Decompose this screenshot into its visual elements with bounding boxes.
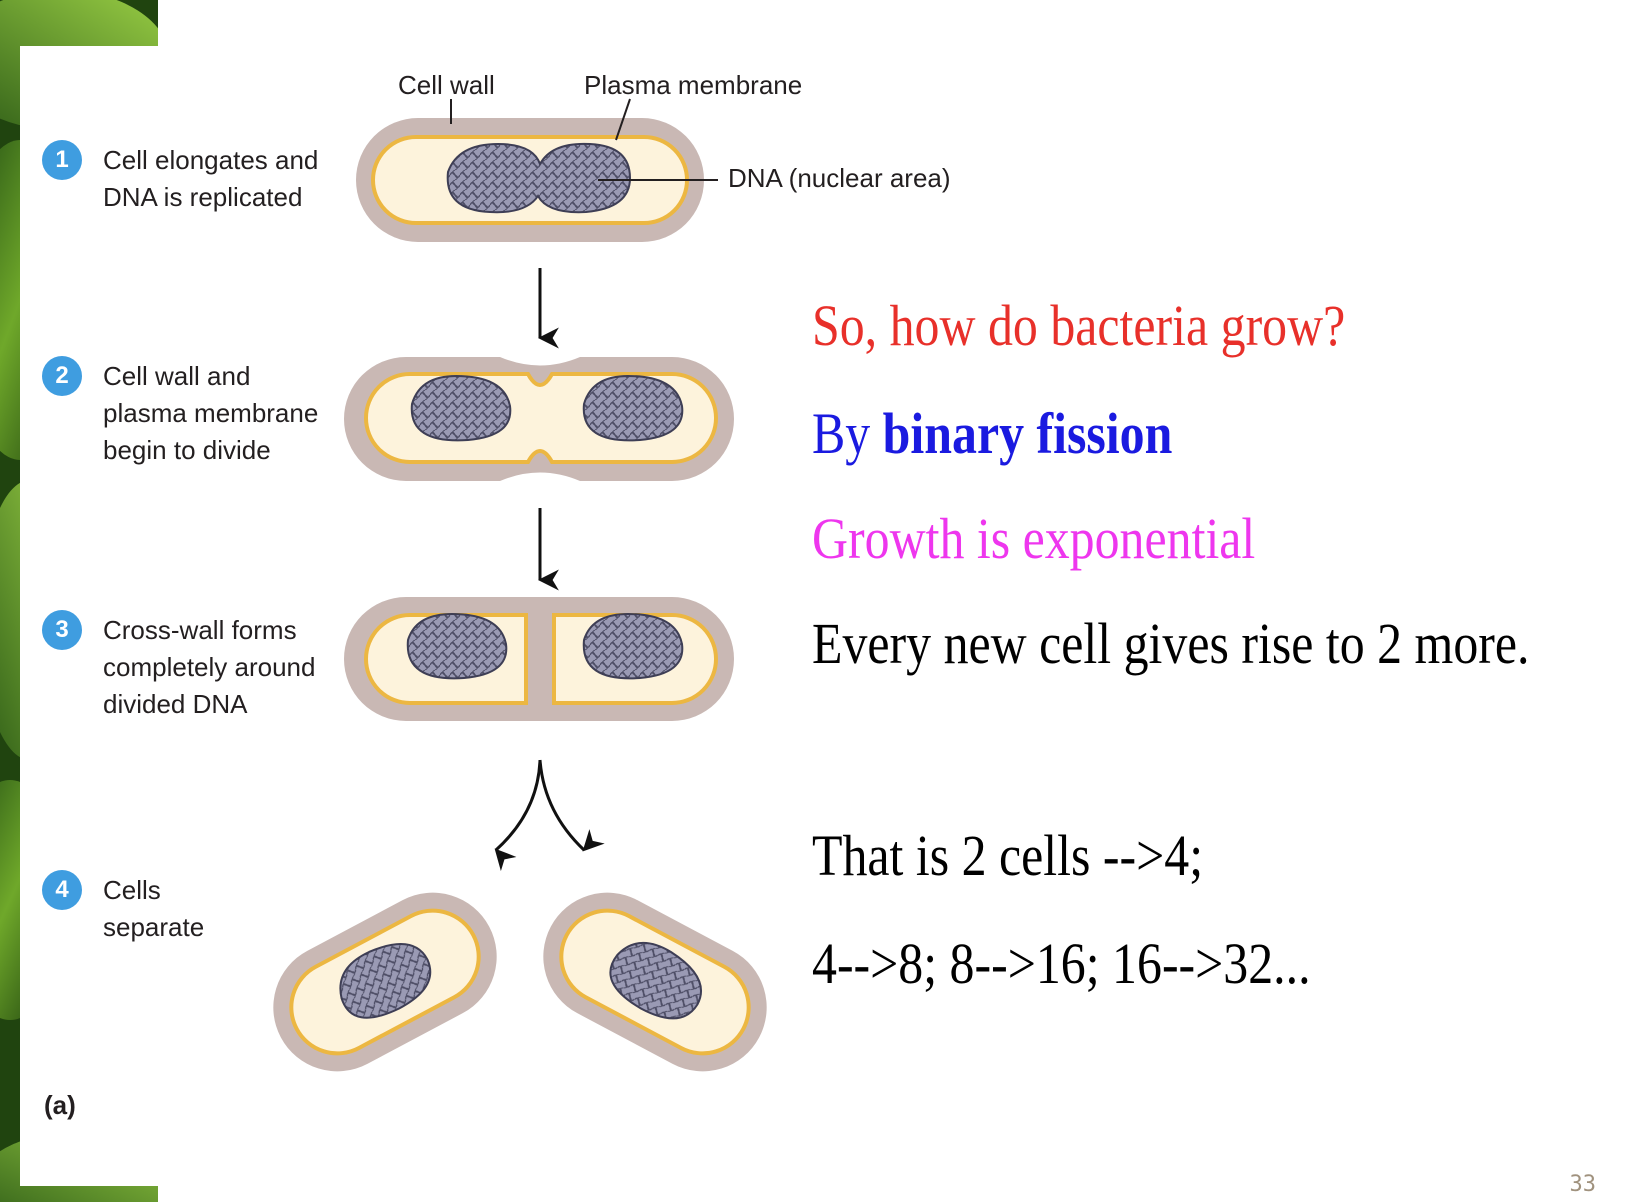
dna-blob [609,941,702,1020]
dna-blob [410,374,512,442]
that-is-text: That is 2 cells -->4; [812,823,1204,888]
step-badge-3: 3 [42,610,82,650]
plasma-membrane-pointer [615,98,631,141]
growth-text: Growth is exponential [812,506,1256,571]
dna-label: DNA (nuclear area) [728,163,951,193]
answer-text: By binary fission [812,400,1172,467]
dna-blob [582,612,684,680]
sequence-text: 4-->8; 8-->16; 16-->32... [812,931,1311,996]
dna-blob [446,142,632,214]
cell-step-1 [356,118,704,242]
cell-step-3 [344,597,734,721]
cell-step-4-left [273,892,497,1072]
step-label-2: Cell wall and plasma membrane begin to d… [103,361,319,465]
step-label-4: Cells separate [103,875,205,942]
cell-wall-label: Cell wall [398,70,495,100]
panel-label: (a) [44,1090,76,1120]
arrow-split-left [494,759,542,872]
binary-fission-diagram [273,98,767,1072]
dna-blob [406,612,508,680]
step-badge-4: 4 [42,870,82,910]
step-label-3: Cross-wall forms completely around divid… [103,615,316,719]
cell-step-4-right [543,892,767,1072]
every-cell-text: Every new cell gives rise to 2 more. [812,611,1530,676]
dna-blob [339,943,432,1019]
step-badge-2: 2 [42,356,82,396]
answer-bold: binary fission [882,401,1173,466]
page-number: 33 [1569,1172,1597,1197]
dna-blob [582,374,684,442]
step-label-1: Cell elongates and DNA is replicated [103,145,319,212]
plasma-membrane-label: Plasma membrane [584,70,803,100]
step-badge-1: 1 [42,140,82,180]
cell-step-2 [344,357,734,481]
question-text: So, how do bacteria grow? [812,293,1346,358]
answer-prefix: By [812,401,871,466]
arrow-split-right [538,759,605,852]
